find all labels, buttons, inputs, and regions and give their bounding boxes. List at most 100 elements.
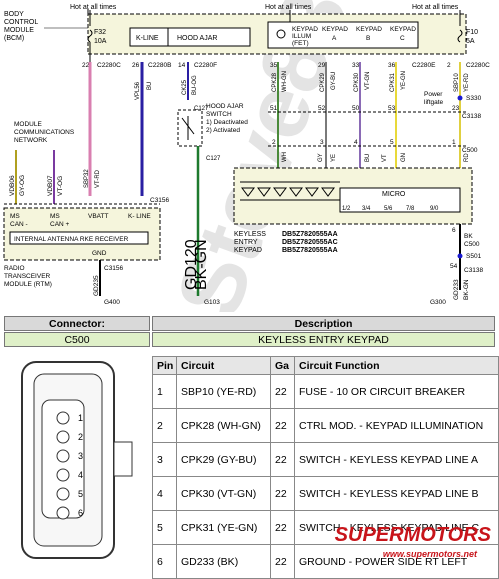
connector-pin-number: 3	[78, 451, 83, 461]
cell-ga: 22	[270, 510, 295, 545]
s501-label: S501	[466, 253, 482, 260]
tag-vt: VT	[382, 154, 388, 162]
rtm-can-minus: CAN -	[10, 221, 28, 228]
wire-bu: BU	[147, 82, 153, 90]
connector-pin-circle	[56, 468, 70, 482]
bcm-pin-14: 14	[178, 62, 186, 69]
bcm-pin-29: 29	[318, 62, 326, 69]
g300-label: G300	[430, 299, 446, 306]
wire-bkgn2: BK-GN	[463, 279, 470, 300]
keypad-a-2: A	[332, 35, 337, 42]
hood-switch-l3: 1) Deactivated	[206, 119, 248, 126]
rtm-name-3: MODULE (RTM)	[4, 281, 52, 288]
hood-ajar-label: HOOD AJAR	[177, 35, 217, 42]
bcm-c2280e: C2280E	[412, 62, 436, 69]
g103-label: G103	[204, 299, 220, 306]
tag-gn: GN	[401, 153, 407, 162]
fuse-10a-label: 10A	[94, 38, 107, 45]
pin-2-kp: 2	[272, 139, 276, 146]
cell-function: SWITCH - KEYLESS KEYPAD LINE C	[294, 510, 499, 545]
c3138-row: C3138 51 52 50 53 23 S330 Power liftgate	[268, 91, 482, 120]
bcm-c2280b: C2280B	[148, 62, 172, 69]
connector-table-area: Connector: Description C500 KEYLESS ENTR…	[0, 312, 499, 579]
cell-pin: 5	[152, 510, 177, 545]
hood-switch-l2: SWITCH	[206, 111, 232, 118]
c500-top-label: C500	[462, 147, 478, 154]
pin-6-kp: 6	[452, 227, 456, 234]
connector-pin-number: 1	[78, 413, 83, 423]
cell-ga: 22	[270, 442, 295, 477]
wire-whgn: WH-GN	[282, 71, 288, 92]
connector-pin-circle	[56, 430, 70, 444]
wire-labels: SBP32 VT-RD VPL56 BU CK25 BU-OG CPK28 WH…	[84, 71, 470, 188]
wire-cpk31: CPK31	[390, 72, 396, 92]
fuse-5a-label: 5A	[466, 38, 475, 45]
bcm-label-2: CONTROL	[4, 19, 38, 26]
tag-wh: WH	[282, 152, 288, 162]
keypad-c-2: C	[400, 35, 405, 42]
micro-label: MICRO	[382, 191, 406, 198]
led-array	[240, 181, 340, 201]
wire-gd120: GD120	[183, 239, 200, 290]
rtm-module: C3156 MS CAN - MS CAN + VBATT K- LINE IN…	[3, 197, 170, 306]
col-ga: Ga	[270, 356, 295, 375]
col-pin: Pin	[152, 356, 177, 375]
cell-pin: 6	[152, 544, 177, 579]
c500-bot-label: C500	[464, 241, 480, 248]
mcn-l2: COMMUNICATIONS	[14, 129, 75, 136]
cell-function: SWITCH - KEYLESS KEYPAD LINE B	[294, 476, 499, 511]
pin-52: 52	[318, 105, 326, 112]
pin-50: 50	[352, 105, 360, 112]
rtm-ms2: MS	[50, 213, 60, 220]
pin-23: 23	[452, 105, 460, 112]
connector-pin-circle	[56, 449, 70, 463]
cell-function: FUSE - 10 OR CIRCUIT BREAKER	[294, 374, 499, 409]
key-78: 7/8	[406, 206, 415, 212]
c127-bot: C127	[206, 156, 221, 162]
keypad-illum-2: ILLUM	[292, 33, 311, 40]
c3138-b-label: C3138	[464, 267, 484, 274]
tag-ye: YE	[331, 154, 337, 162]
keypad-label: KEYPAD	[234, 247, 262, 254]
fuse-f32-label: F32	[94, 29, 106, 36]
bcm-pin-26: 26	[132, 62, 140, 69]
pin-54: 54	[450, 263, 458, 270]
bcm-module: BODY CONTROL MODULE (BCM) Hot at all tim…	[4, 4, 478, 62]
c3156-bot: C3156	[104, 265, 124, 272]
wire-yerd: YE-RD	[464, 73, 470, 92]
supermotors-logo: SUPERMOTORS	[334, 524, 491, 546]
wire-bkgn: BK-GN	[193, 239, 210, 290]
rtm-can-plus: CAN +	[50, 221, 70, 228]
part-number-3: BB5Z7820555AA	[282, 247, 338, 254]
bcm-pin-35: 35	[270, 62, 278, 69]
pin-4-kp: 4	[354, 139, 358, 146]
module-communications-network: MODULE COMMUNICATIONS NETWORK VDB06 GY-O…	[9, 121, 75, 204]
g400-label: G400	[104, 299, 120, 306]
bcm-pin-33: 33	[352, 62, 360, 69]
vdb06-label: VDB06	[9, 175, 16, 196]
fuse-f10-label: F10	[466, 29, 478, 36]
right-ground-labels: 6 BK C500 S501 54 C3138 GD233 BK-GN G300	[430, 227, 484, 306]
wire-vpl56: VPL56	[135, 81, 141, 100]
cell-function: SWITCH - KEYLESS KEYPAD LINE A	[294, 442, 499, 477]
entry-label: ENTRY	[234, 239, 258, 246]
rtm-ms1: MS	[10, 213, 20, 220]
s330-label: S330	[466, 95, 482, 102]
c500-top-row: C500 2 3 4 5 1	[268, 139, 478, 154]
cell-circuit: SBP10 (YE-RD)	[176, 374, 271, 409]
pinout-header-row: Pin Circuit Ga Circuit Function	[152, 356, 499, 375]
col-function: Circuit Function	[294, 356, 499, 375]
cell-pin: 4	[152, 476, 177, 511]
cell-circuit: CPK28 (WH-GN)	[176, 408, 271, 443]
cell-ga: 22	[270, 374, 295, 409]
key-90: 9/0	[430, 206, 439, 212]
wire-cpk28: CPK28	[272, 72, 278, 92]
connector-pin-circle	[56, 506, 70, 520]
tag-bu: BU	[365, 154, 371, 162]
tag-bk: BK	[464, 233, 473, 240]
cell-circuit: CPK31 (YE-GN)	[176, 510, 271, 545]
